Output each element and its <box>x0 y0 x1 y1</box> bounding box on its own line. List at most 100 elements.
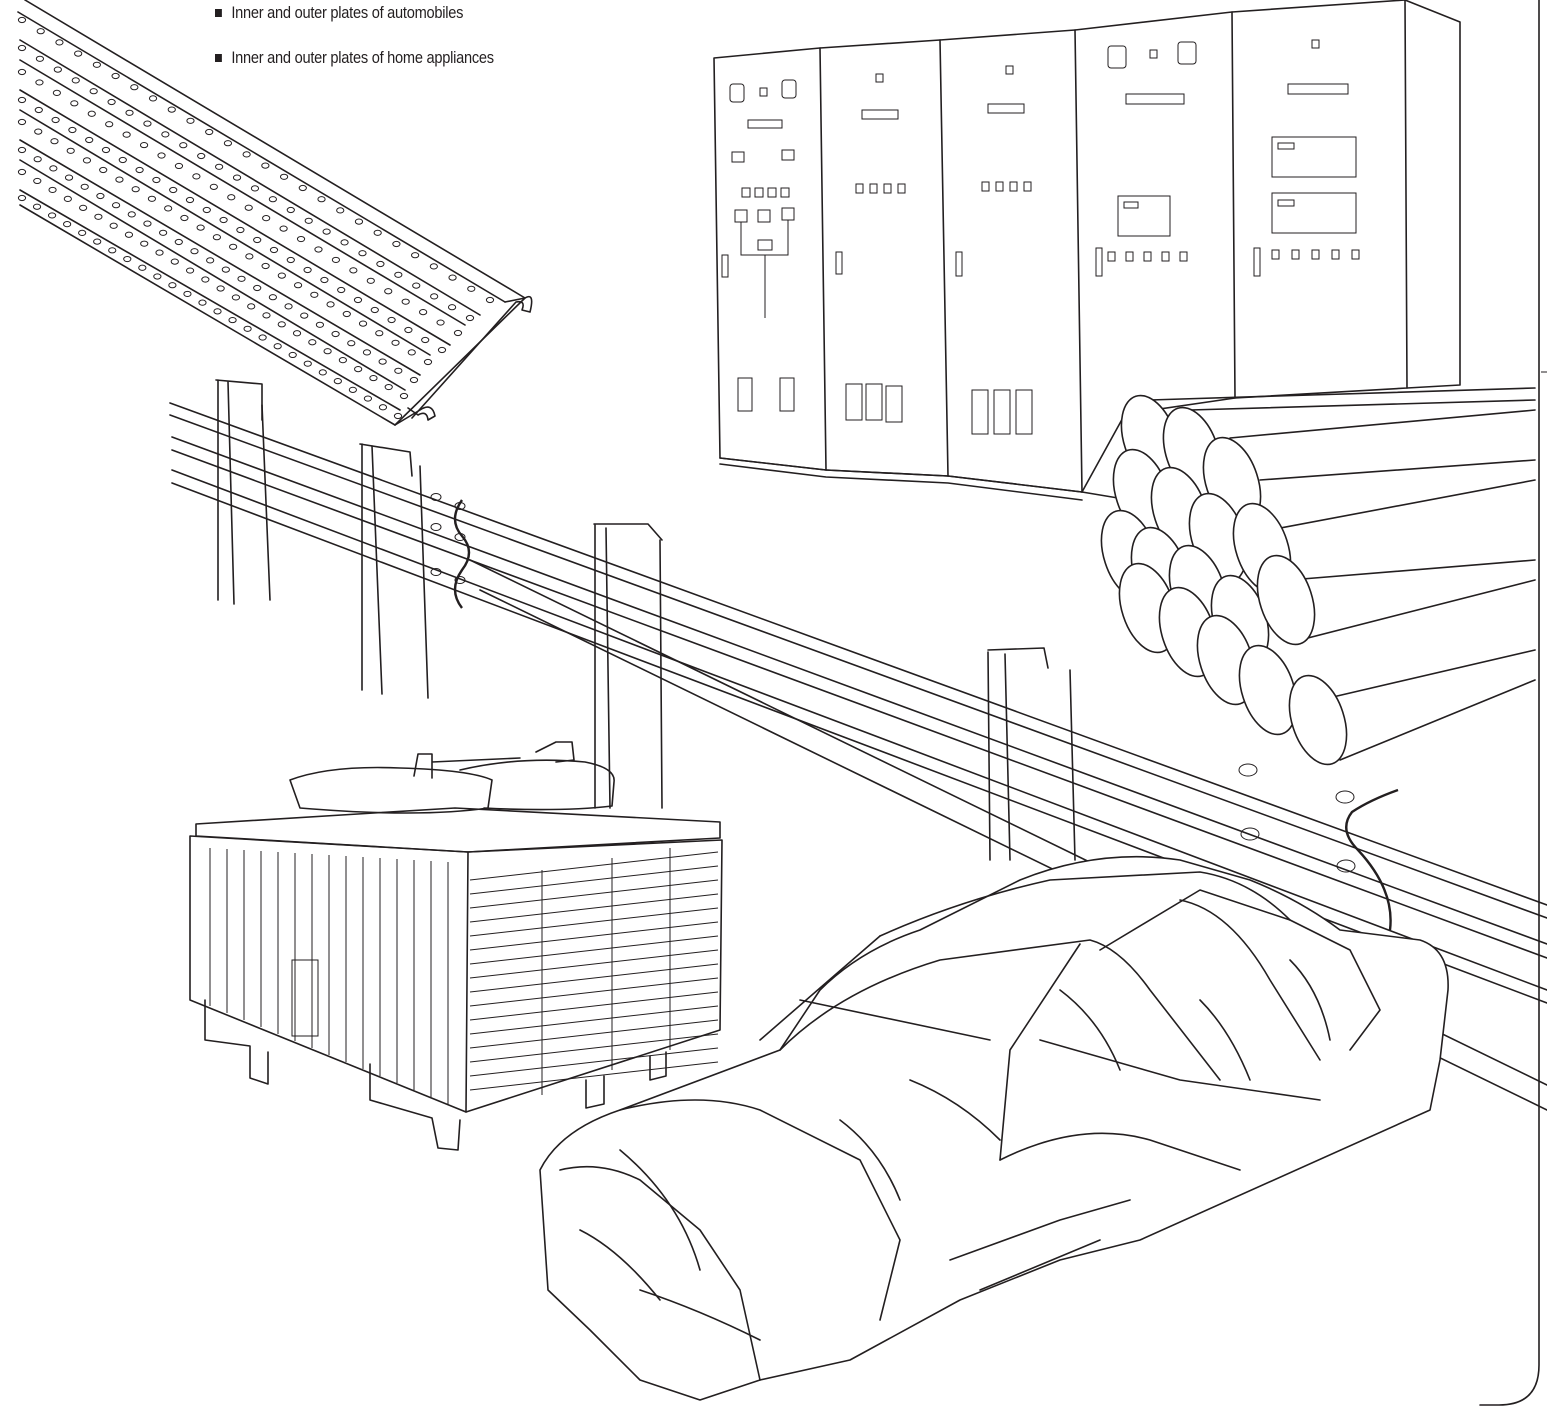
tray-hole <box>206 257 215 264</box>
tray-hole <box>101 146 111 154</box>
tray-hole <box>465 314 475 322</box>
tray-hole <box>63 221 72 228</box>
tray-hole <box>331 256 341 264</box>
tray-hole <box>342 310 351 318</box>
tray-hole <box>269 246 279 254</box>
tray-hole <box>179 142 188 149</box>
tray-hole <box>447 304 457 311</box>
tray-hole <box>286 206 295 214</box>
tray-hole <box>293 282 303 289</box>
perforated-cable-tray <box>17 0 533 426</box>
tray-hole <box>32 203 42 210</box>
tray-hole <box>186 117 195 124</box>
tray-hole <box>237 275 246 282</box>
tray-hole <box>448 274 457 281</box>
tray-hole <box>152 176 161 184</box>
tray-hole <box>223 140 233 147</box>
tray-hole <box>378 358 387 365</box>
tray-hole <box>155 249 164 256</box>
tray-hole <box>17 168 27 176</box>
tray-hole <box>378 404 388 411</box>
tray-hole <box>127 211 136 218</box>
tray-hole <box>55 39 64 46</box>
tray-hole <box>139 141 149 149</box>
tray-hole <box>115 176 124 183</box>
tray-hole <box>96 192 105 200</box>
tray-hole <box>429 263 438 270</box>
tray-hole <box>258 334 267 341</box>
tray-hole <box>183 290 192 298</box>
tray-hole <box>236 226 245 234</box>
tray-hole <box>292 330 302 337</box>
application-item: Inner and outer plates of home appliance… <box>215 47 494 69</box>
tray-hole <box>64 174 74 181</box>
tray-hole <box>322 228 331 235</box>
tray-hole <box>419 309 428 316</box>
tower-louver <box>469 865 719 895</box>
tray-hole <box>92 61 101 68</box>
tray-hole <box>35 79 44 86</box>
tray-hole <box>347 340 356 347</box>
tray-hole <box>399 392 409 400</box>
tray-hole <box>107 98 116 106</box>
tray-hole <box>80 183 89 190</box>
tower-louver <box>469 935 719 965</box>
tray-hole <box>317 196 326 203</box>
tray-hole <box>436 319 445 326</box>
tray-hole <box>170 258 179 265</box>
tray-hole <box>202 206 211 214</box>
tray-hole <box>338 357 347 364</box>
pipe-end <box>1288 674 1348 766</box>
tray-hole <box>384 383 393 391</box>
tray-hole <box>366 277 375 284</box>
tray-hole <box>99 166 108 174</box>
tower-louver <box>469 1005 719 1035</box>
tray-hole <box>118 156 127 164</box>
tray-hole <box>261 262 270 270</box>
tray-hole <box>279 173 289 180</box>
tray-hole <box>467 285 476 292</box>
tray-hole <box>485 296 495 304</box>
tray-hole <box>192 173 201 180</box>
tray-hole <box>242 151 251 158</box>
tray-hole <box>135 166 144 174</box>
tray-hole <box>340 239 349 246</box>
tray-hole <box>370 306 379 314</box>
tray-hole <box>323 348 332 355</box>
tray-hole <box>363 395 373 402</box>
tray-hole <box>143 120 152 127</box>
tray-hole <box>47 212 57 219</box>
application-item: Inner and outer plates of automobiles <box>215 2 494 24</box>
tray-hole <box>33 177 42 185</box>
tower-louver <box>469 991 719 1021</box>
tray-hole <box>412 282 421 289</box>
tray-hole <box>326 301 335 308</box>
tower-louver <box>469 921 719 951</box>
tray-hole <box>108 247 117 254</box>
tray-hole <box>391 339 400 346</box>
tray-hole <box>228 316 237 324</box>
tray-hole <box>430 293 439 300</box>
tray-hole <box>105 121 114 128</box>
tray-hole <box>70 100 79 107</box>
tray-hole <box>245 253 254 260</box>
tray-hole <box>247 303 256 310</box>
tray-hole <box>393 412 403 420</box>
tray-hole <box>185 196 195 204</box>
tray-hole <box>216 285 225 292</box>
tray-hole <box>17 68 27 76</box>
tray-hole <box>205 128 214 136</box>
bullet-square-icon <box>215 9 222 17</box>
tray-hole <box>48 186 57 194</box>
tray-hole <box>303 266 312 274</box>
tray-hole <box>130 84 139 91</box>
tray-hole <box>215 163 224 170</box>
tray-hole <box>35 55 45 62</box>
tray-hole <box>78 229 87 236</box>
tray-hole <box>333 378 342 385</box>
tray-hole <box>140 240 149 247</box>
tray-hole <box>185 267 195 274</box>
tray-hole <box>401 298 410 305</box>
page-corner-border <box>1479 0 1540 1406</box>
